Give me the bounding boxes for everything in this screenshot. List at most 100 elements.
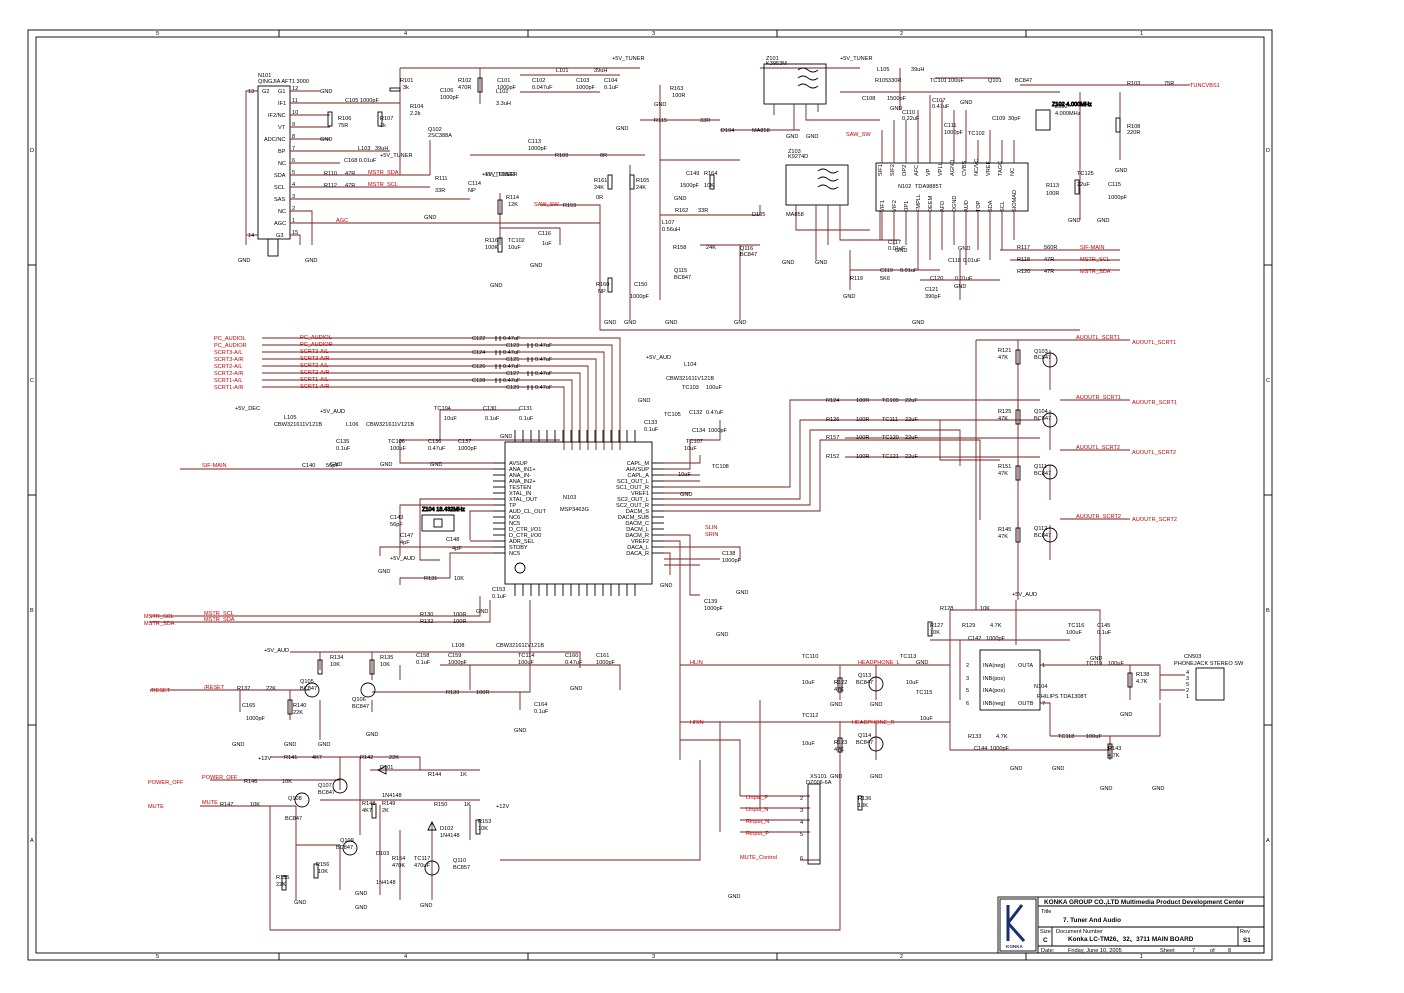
svg-text:1: 1 <box>1042 663 1045 669</box>
svg-text:TC107: TC107 <box>686 439 703 445</box>
svg-text:R161: R161 <box>594 178 607 184</box>
z103-part: K9274D <box>788 154 808 160</box>
net-slin: SLIN <box>705 525 717 531</box>
n101-pin-no: 3 <box>292 194 295 200</box>
gnd-label: GND <box>320 137 332 143</box>
svg-text:10K: 10K <box>250 802 260 808</box>
gnd-label: GND <box>674 196 686 202</box>
net-audio-input: SCRT2-A/R <box>300 370 329 376</box>
supply-tuner-label: +5V_TUNER <box>612 56 645 62</box>
gnd-label: GND <box>1052 766 1064 772</box>
gnd-label: GND <box>320 89 332 95</box>
svg-text:L103: L103 <box>358 146 370 152</box>
gnd-label: GND <box>1120 712 1132 718</box>
col-label: 5 <box>156 31 159 37</box>
z103-body <box>785 164 849 206</box>
svg-text:R101: R101 <box>400 78 413 84</box>
gnd-label: GND <box>430 462 442 468</box>
net-linput-p: Linput_P <box>746 795 768 801</box>
svg-text:0.01uF: 0.01uF <box>955 276 973 282</box>
n101-pin-no: 10 <box>292 110 298 116</box>
svg-text:R103: R103 <box>1127 81 1140 87</box>
saw-filters: Z101 K3953M Z103 K9274D <box>763 56 880 260</box>
svg-text:C135: C135 <box>336 439 349 445</box>
net-sif-main-in: SIF-MAIN <box>202 463 227 469</box>
cn503-ref: CN503 <box>1184 654 1201 660</box>
n103-pin: VREF1 <box>631 491 649 497</box>
n102-pin: NC/VC <box>974 159 980 176</box>
svg-text:100uF: 100uF <box>518 660 534 666</box>
svg-text:TC104: TC104 <box>434 406 451 412</box>
gnd-label: GND <box>786 134 798 140</box>
gnd-label: GND <box>870 774 882 780</box>
svg-text:L104: L104 <box>684 362 696 368</box>
svg-text:L106: L106 <box>346 422 358 428</box>
svg-text:33R: 33R <box>698 208 708 214</box>
svg-text:1000pF: 1000pF <box>458 446 478 452</box>
svg-text:R118: R118 <box>1017 257 1030 263</box>
svg-text:TC112: TC112 <box>802 713 818 719</box>
svg-text:C164: C164 <box>534 702 547 708</box>
row-label: B <box>30 608 34 614</box>
svg-text:TC102: TC102 <box>968 131 985 137</box>
svg-text:C108: C108 <box>862 96 875 102</box>
svg-text:C138: C138 <box>722 551 735 557</box>
svg-text:4.7K: 4.7K <box>996 734 1008 740</box>
n101-pin: IF2/NC <box>268 113 286 119</box>
port-audio-input: SCRT3-A/L <box>214 350 243 356</box>
svg-text:470uF: 470uF <box>414 863 430 869</box>
n101-pin-no: 7 <box>292 146 295 152</box>
gnd-label: GND <box>638 398 650 404</box>
n103-part: MSP3463G <box>560 507 589 513</box>
svg-text:10K: 10K <box>858 803 868 809</box>
svg-text:2: 2 <box>800 796 803 802</box>
svg-text:100R: 100R <box>453 619 466 625</box>
net-auoutl-scrt1: AUOUTL_SCRT1 <box>1076 335 1120 341</box>
svg-text:L105: L105 <box>284 415 296 421</box>
svg-text:6: 6 <box>800 856 803 862</box>
gnd-label: GND <box>330 462 342 468</box>
svg-text:10uF: 10uF <box>802 680 815 686</box>
svg-text:10K: 10K <box>454 576 464 582</box>
svg-text:L101: L101 <box>556 68 568 74</box>
svg-text:22uF: 22uF <box>1077 182 1090 188</box>
svg-text:1N4148: 1N4148 <box>440 833 460 839</box>
svg-text:R112: R112 <box>324 183 337 189</box>
svg-text:R147: R147 <box>220 802 233 808</box>
n102-pin: VREF <box>986 160 992 176</box>
svg-text:R154: R154 <box>392 856 405 862</box>
col-label: 1 <box>1140 31 1143 37</box>
gnd-label: GND <box>870 702 882 708</box>
svg-text:D102: D102 <box>440 826 453 832</box>
gnd-label: GND <box>806 134 818 140</box>
n103-pin: CAPL_A <box>628 473 650 479</box>
gnd-label: GND <box>514 728 526 734</box>
gnd-label: GND <box>843 294 855 300</box>
n102-pin: AGND <box>950 160 956 176</box>
net-audio-input: SCRT2-A/L <box>300 363 329 369</box>
n101-pin: VT <box>278 125 286 131</box>
col-label: 5 <box>156 954 159 960</box>
sheet-title: 7. Tuner And Audio <box>1063 917 1121 924</box>
gnd-label: GND <box>284 742 296 748</box>
svg-text:C148: C148 <box>446 537 459 543</box>
n103-pin: NC5 <box>509 551 520 557</box>
svg-text:R137: R137 <box>237 686 250 692</box>
port-audio-input: PC_AUDIOL <box>214 336 246 342</box>
svg-text:R110: R110 <box>324 171 337 177</box>
svg-text:TC102: TC102 <box>508 238 525 244</box>
net-auoutr-scrt2: AUOUTR_SCRT2 <box>1076 514 1121 520</box>
svg-text:R119: R119 <box>850 276 863 282</box>
svg-text:R131: R131 <box>424 576 437 582</box>
net-headphone-l: HEADPHONE_L <box>858 660 900 666</box>
svg-text:L105: L105 <box>877 67 889 73</box>
gnd-label: GND <box>238 258 250 264</box>
svg-text:C144: C144 <box>974 746 987 752</box>
n102-pin: AUD <box>964 200 970 212</box>
svg-text:Q109: Q109 <box>340 838 354 844</box>
svg-text:6: 6 <box>966 701 969 707</box>
svg-text:L107: L107 <box>662 220 674 226</box>
svg-text:3: 3 <box>1186 676 1189 682</box>
